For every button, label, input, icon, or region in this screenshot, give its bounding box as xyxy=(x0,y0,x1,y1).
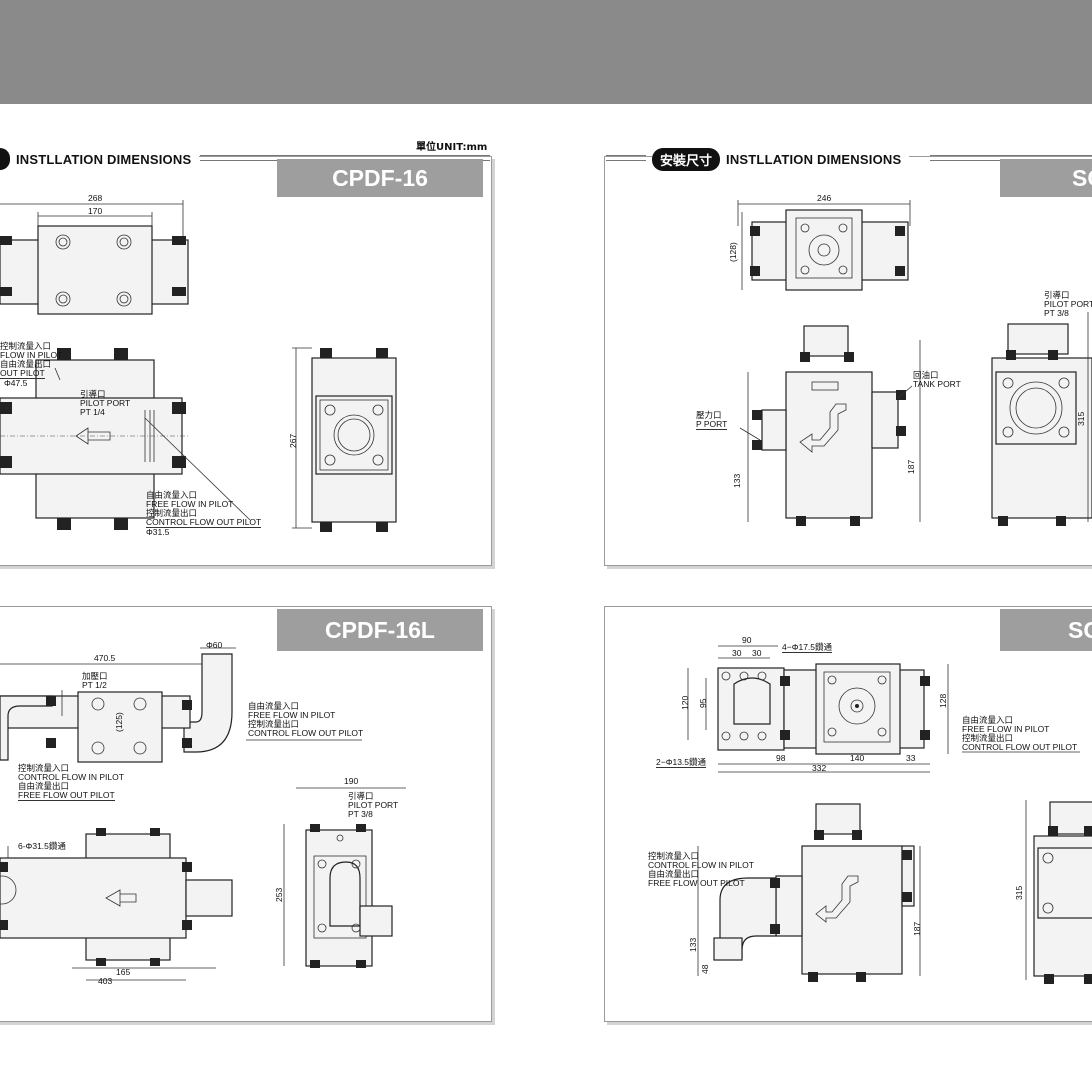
callout-control-in-1: 控制流量入口 xyxy=(0,341,52,351)
callout-free-in-4: CONTROL FLOW OUT PILOT xyxy=(248,728,364,738)
callout-control-in-2: FLOW IN PILOT xyxy=(0,350,63,360)
dim-315: 315 xyxy=(1014,885,1024,900)
heading-rule xyxy=(606,155,646,161)
dim-33: 33 xyxy=(906,753,916,763)
callout-free-in-3: 控制流量出口 xyxy=(146,508,198,518)
callout-tank-port-1: 回油口 xyxy=(913,370,939,380)
dim-30-b: 30 xyxy=(752,648,762,658)
callout-control-in-3: 自由流量出口 xyxy=(648,869,700,879)
dim-190: 190 xyxy=(344,776,359,786)
model-tab-sg: SG xyxy=(1000,159,1092,197)
callout-free-in-1: 自由流量入口 xyxy=(248,701,300,711)
dim-90: 90 xyxy=(742,635,752,645)
callout-control-in-1: 控制流量入口 xyxy=(648,851,700,861)
callout-pilot-port-2: PILOT PORT xyxy=(80,398,131,408)
section-heading: INSTLLATION DIMENSIONS xyxy=(0,148,200,170)
dim-48: 48 xyxy=(700,964,710,974)
dim-470-5: 470.5 xyxy=(94,653,116,663)
callout-free-in-4: CONTROL FLOW OUT PILOT xyxy=(146,517,262,528)
callout-pilot-port-1: 引導口 xyxy=(348,791,374,801)
callout-pilot-port-2: PILOT PORT xyxy=(348,800,399,810)
callout-free-in-4: CONTROL FLOW OUT PILOT xyxy=(962,742,1078,752)
callout-free-in-2: FREE FLOW IN PILOT xyxy=(146,499,234,509)
dim-187: 187 xyxy=(912,921,922,936)
callout-boost-1: 加壓口 xyxy=(82,671,108,681)
heading-pill: 安裝尺寸 xyxy=(652,148,721,171)
callout-pilot-port-3: PT 3/8 xyxy=(348,809,373,819)
heading-text: INSTLLATION DIMENSIONS xyxy=(16,151,192,167)
callout-pilot-port-3: PT 1/4 xyxy=(80,407,105,417)
callout-free-in-1: 自由流量入口 xyxy=(146,490,198,500)
callout-control-in-1: 控制流量入口 xyxy=(18,763,70,773)
top-header-bar xyxy=(0,0,1092,104)
callout-p-port-1: 壓力口 xyxy=(696,410,722,420)
dim-120: 120 xyxy=(680,695,690,710)
model-tab-cpdf-16: CPDF-16 xyxy=(277,159,483,197)
dim-95: 95 xyxy=(698,698,708,708)
dim-268: 268 xyxy=(88,193,103,203)
callout-control-in-4: FREE FLOW OUT PILOT xyxy=(18,790,115,801)
callout-boost-2: PT 1/2 xyxy=(82,680,107,690)
callout-holes-4: 4−Φ17.5鑽通 xyxy=(782,642,833,653)
heading-text: INSTLLATION DIMENSIONS xyxy=(726,152,902,167)
callout-holes-2: 2−Φ13.5鑽通 xyxy=(656,757,707,768)
panel-cpdf-16l xyxy=(0,606,492,1022)
dim-30-a: 30 xyxy=(732,648,742,658)
section-heading: 安裝尺寸 INSTLLATION DIMENSIONS xyxy=(652,148,910,171)
dim-170: 170 xyxy=(88,206,103,216)
callout-free-in-3: 控制流量出口 xyxy=(962,733,1014,743)
callout-control-in-4: OUT PILOT xyxy=(0,368,45,379)
dim-phi-31-5: Φ31.5 xyxy=(146,527,170,537)
callout-control-in-4: FREE FLOW OUT PILOT xyxy=(648,878,745,888)
callout-free-in-1: 自由流量入口 xyxy=(962,715,1014,725)
callout-control-in-2: CONTROL FLOW IN PILOT xyxy=(18,772,124,782)
model-tab-sg: SG xyxy=(1000,609,1092,651)
dim-140: 140 xyxy=(850,753,865,763)
callout-control-in-2: CONTROL FLOW IN PILOT xyxy=(648,860,754,870)
unit-label: 單位UNIT:mm xyxy=(416,142,488,153)
callout-control-in-3: 自由流量出口 xyxy=(0,359,52,369)
callout-free-in-2: FREE FLOW IN PILOT xyxy=(248,710,336,720)
callout-p-port-2: P PORT xyxy=(696,419,728,430)
callout-control-in-3: 自由流量出口 xyxy=(18,781,70,791)
dim-98: 98 xyxy=(776,753,786,763)
callout-pilot-port-3: PT 3/8 xyxy=(1044,308,1069,318)
dim-phi-60: Φ60 xyxy=(206,640,223,650)
dim-128: 128 xyxy=(938,693,948,708)
dim-332: 332 xyxy=(812,763,827,773)
dim-165: 165 xyxy=(116,967,131,977)
dim-phi-47-5: Φ47.5 xyxy=(4,378,28,388)
model-tab-cpdf-16l: CPDF-16L xyxy=(277,609,483,651)
dim-403: 403 xyxy=(98,976,113,986)
dim-246: 246 xyxy=(817,193,832,203)
callout-free-in-3: 控制流量出口 xyxy=(248,719,300,729)
callout-pilot-port-1: 引導口 xyxy=(80,389,106,399)
dim-133: 133 xyxy=(688,937,698,952)
heading-pill xyxy=(0,148,10,170)
callout-pilot-port-1: 引導口 xyxy=(1044,290,1070,300)
callout-holes: 6-Φ31.5鑽通 xyxy=(18,841,66,851)
callout-tank-port-2: TANK PORT xyxy=(913,379,961,389)
callout-free-in-2: FREE FLOW IN PILOT xyxy=(962,724,1050,734)
callout-pilot-port-2: PILOT PORT xyxy=(1044,299,1092,309)
